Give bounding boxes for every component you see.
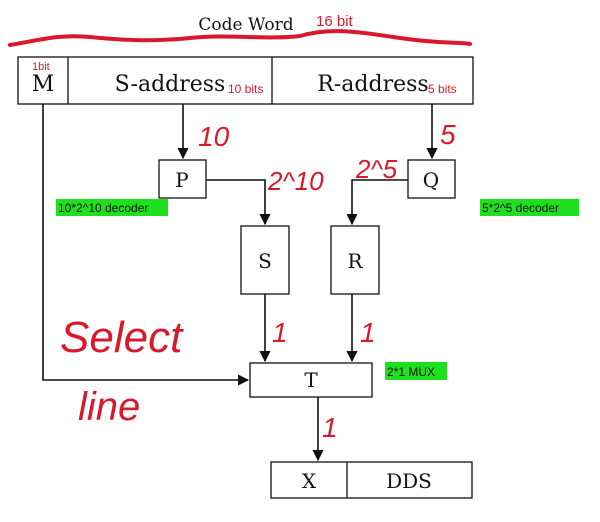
box-p [158,159,207,199]
hw-line-word: line [78,385,140,429]
output-register [270,461,473,499]
hw-select-word: Select [60,313,184,362]
hw-p-out: 2^10 [267,166,324,196]
box-s-label: S [258,249,272,273]
field-r-address-note: 5 bits [428,82,457,96]
field-r-address-label: R-address [317,72,428,97]
box-q-label: Q [423,168,439,192]
box-r [330,225,380,295]
box-q [407,159,456,199]
field-m-note: 1bit [32,61,50,73]
box-dds-label: DDS [386,469,432,493]
diagram-title: Code Word [198,15,293,35]
q-decoder-tag: 5*2^5 decoder [482,201,559,215]
hw-q-out: 2^5 [355,154,398,184]
p-decoder-tag-bg [56,199,168,216]
hw-t-out: 1 [322,412,338,443]
hw-r-out: 1 [360,317,376,348]
box-t-label: T [304,368,318,392]
signal-arrows [42,104,438,462]
box-s [240,225,290,295]
field-m-label: M [32,72,55,97]
field-s-address-label: S-address [115,72,226,97]
t-mux-tag-bg [385,362,447,380]
field-s-address-note: 10 bits [228,82,263,96]
hw-r-bits: 5 [440,119,456,150]
code-word-brace [8,29,472,47]
box-p-label: P [175,168,188,192]
q-decoder-tag-bg [480,199,579,216]
p-decoder-tag: 10*2^10 decoder [58,201,148,215]
total-bits-note: 16 bit [316,13,354,30]
hw-s-bits: 10 [198,121,230,152]
code-word-register [17,56,474,105]
box-r-label: R [347,249,363,273]
box-x-label: X [302,469,317,493]
hw-s-out: 1 [272,317,288,348]
t-mux-tag: 2*1 MUX [387,365,435,379]
box-t [249,362,373,398]
